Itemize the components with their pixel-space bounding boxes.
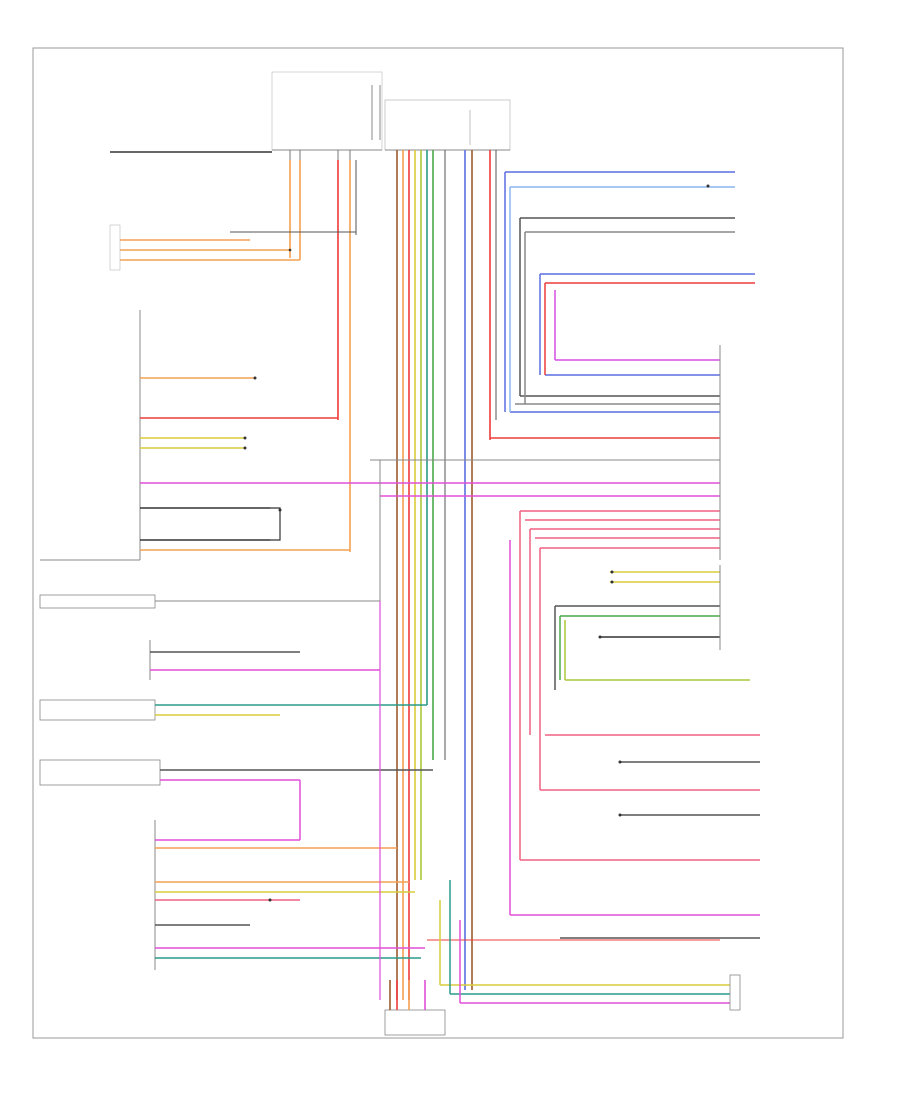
bottom-connector xyxy=(384,980,446,1036)
diagram-border xyxy=(32,47,844,1039)
left-module xyxy=(40,310,141,561)
lower-left-modules xyxy=(39,460,381,970)
lower-left-wires xyxy=(150,601,720,1000)
top-left-switch-lines xyxy=(110,151,356,261)
splice-points xyxy=(243,184,710,902)
right-verticals xyxy=(464,150,497,990)
bottom-right-wires xyxy=(439,880,741,1011)
right-side-verticals xyxy=(504,172,566,915)
vertical-trunk xyxy=(396,150,446,1000)
left-module-wires xyxy=(140,377,720,551)
top-left-module xyxy=(271,71,383,160)
left-verticals xyxy=(289,160,357,552)
top-right-connector xyxy=(384,99,511,151)
right-horizontals xyxy=(370,171,760,939)
